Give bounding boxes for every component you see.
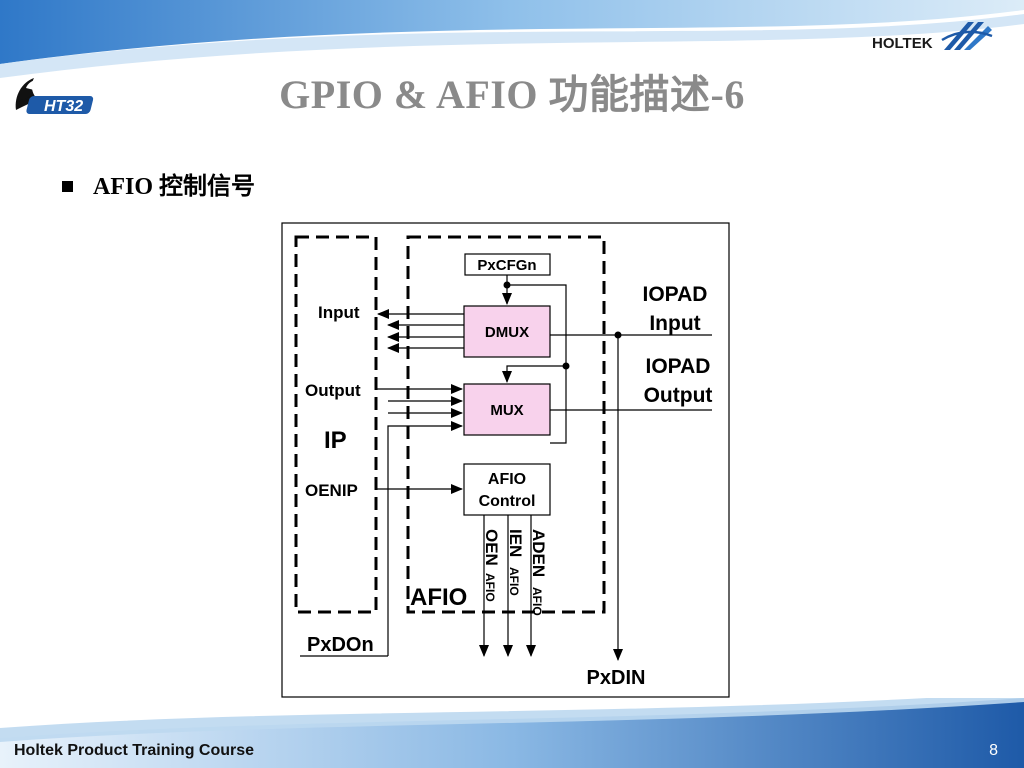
ip-input-label: Input [318, 303, 360, 322]
ip-dashed-box [294, 235, 378, 614]
oen-afio-label: OEN AFIO [482, 529, 501, 602]
ht32-logo: HT32 [15, 78, 94, 115]
page-number: 8 [989, 742, 998, 759]
bottom-wave-decoration [0, 698, 1024, 768]
bullet-square-icon [62, 180, 73, 192]
iopad-input-label-line2: Input [649, 312, 700, 335]
ip-oenip-label: OENIP [305, 481, 358, 500]
mux-block [463, 383, 551, 436]
svg-text:IEN: IEN [506, 529, 525, 557]
slide-title: GPIO & AFIO 功能描述-6 [279, 72, 745, 117]
bullet-item: AFIO 控制信号 [62, 166, 255, 201]
bullet-text: AFIO 控制信号 [93, 174, 255, 200]
svg-text:AFIO: AFIO [507, 567, 521, 596]
top-wave-decoration [0, 0, 1024, 78]
ien-afio-label: IEN AFIO [506, 529, 525, 596]
pxcfgn-label: PxCFGn [477, 257, 536, 274]
dmux-label: DMUX [485, 324, 529, 341]
aden-afio-label: ADEN AFIO [529, 529, 548, 616]
afio-block-label: AFIO [410, 584, 467, 611]
svg-text:ADEN: ADEN [529, 529, 548, 577]
afio-dashed-box [406, 235, 606, 614]
afio-control-label-line2: Control [479, 493, 536, 510]
iopad-input-label-line1: IOPAD [643, 283, 708, 306]
holtek-logo-text: HOLTEK [872, 35, 933, 52]
ip-label: IP [324, 427, 347, 454]
svg-text:AFIO: AFIO [530, 587, 544, 616]
svg-text:OEN: OEN [482, 529, 501, 566]
ip-output-label: Output [305, 381, 361, 400]
dmux-block [463, 305, 551, 358]
mux-label: MUX [490, 402, 523, 419]
ht32-logo-text: HT32 [44, 98, 83, 115]
holtek-logo: HOLTEK [872, 22, 993, 52]
iopad-output-label-line1: IOPAD [646, 355, 711, 378]
pxdon-label: PxDOn [307, 634, 374, 656]
svg-text:AFIO: AFIO [483, 573, 497, 602]
afio-control-block [463, 463, 551, 516]
afio-control-label-line1: AFIO [488, 471, 526, 488]
iopad-output-label-line2: Output [644, 384, 713, 407]
footer-course-title: Holtek Product Training Course [14, 742, 255, 759]
pxdin-label: PxDIN [587, 667, 646, 689]
